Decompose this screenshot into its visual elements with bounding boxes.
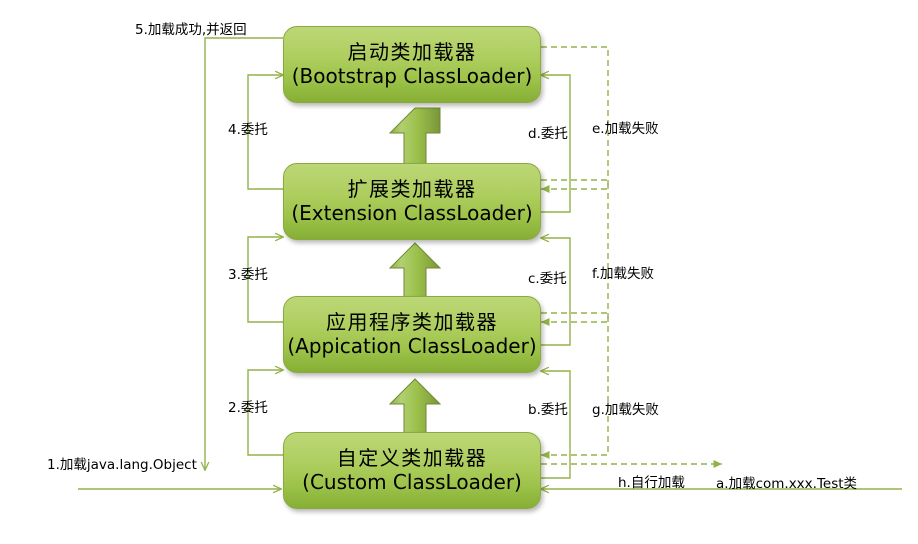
label-g-load-failed: g.加载失败 xyxy=(592,402,659,418)
node-extension-en: (Extension ClassLoader) xyxy=(291,200,533,225)
node-application-classloader[interactable]: 应用程序类加载器 (Appication ClassLoader) xyxy=(283,296,541,373)
fail-e-path xyxy=(541,46,609,193)
delegate-3-path xyxy=(247,237,283,323)
fail-g-path xyxy=(541,312,609,459)
node-bootstrap-classloader[interactable]: 启动类加载器 (Bootstrap ClassLoader) xyxy=(283,26,541,103)
return-5-path xyxy=(205,37,283,470)
node-custom-en: (Custom ClassLoader) xyxy=(302,469,522,494)
label-h-self-load: h.自行加载 xyxy=(618,475,685,491)
node-extension-cn: 扩展类加载器 xyxy=(347,176,477,201)
label-e-load-failed: e.加载失败 xyxy=(592,121,659,137)
label-step-5: 5.加载成功,并返回 xyxy=(135,22,247,38)
delegate-4-path xyxy=(247,75,283,190)
label-b-delegate: b.委托 xyxy=(528,402,568,418)
label-step-4: 4.委托 xyxy=(228,122,268,138)
label-d-delegate: d.委托 xyxy=(528,126,568,142)
delegate-d-path xyxy=(539,75,571,213)
node-extension-classloader[interactable]: 扩展类加载器 (Extension ClassLoader) xyxy=(283,163,541,240)
thick-arrow-extension-to-bootstrap xyxy=(388,107,441,171)
thick-arrow-custom-to-application xyxy=(388,378,442,438)
node-application-cn: 应用程序类加载器 xyxy=(326,309,498,334)
thick-arrow-application-to-extension xyxy=(388,242,442,304)
fail-f-path xyxy=(541,179,609,326)
label-f-load-failed: f.加载失败 xyxy=(592,266,655,282)
label-step-1: 1.加载java.lang.Object xyxy=(47,457,197,473)
delegate-c-path xyxy=(539,238,571,346)
node-bootstrap-en: (Bootstrap ClassLoader) xyxy=(291,63,533,88)
label-c-delegate: c.委托 xyxy=(528,271,567,287)
node-application-en: (Appication ClassLoader) xyxy=(287,333,537,358)
label-step-2: 2.委托 xyxy=(228,400,268,416)
label-step-3: 3.委托 xyxy=(228,267,268,283)
delegate-b-path xyxy=(539,371,571,479)
delegate-2-path xyxy=(247,370,283,456)
label-a-load-test-class: a.加载com.xxx.Test类 xyxy=(716,476,858,492)
node-custom-classloader[interactable]: 自定义类加载器 (Custom ClassLoader) xyxy=(283,432,541,509)
node-custom-cn: 自定义类加载器 xyxy=(336,445,488,470)
node-bootstrap-cn: 启动类加载器 xyxy=(347,39,477,64)
